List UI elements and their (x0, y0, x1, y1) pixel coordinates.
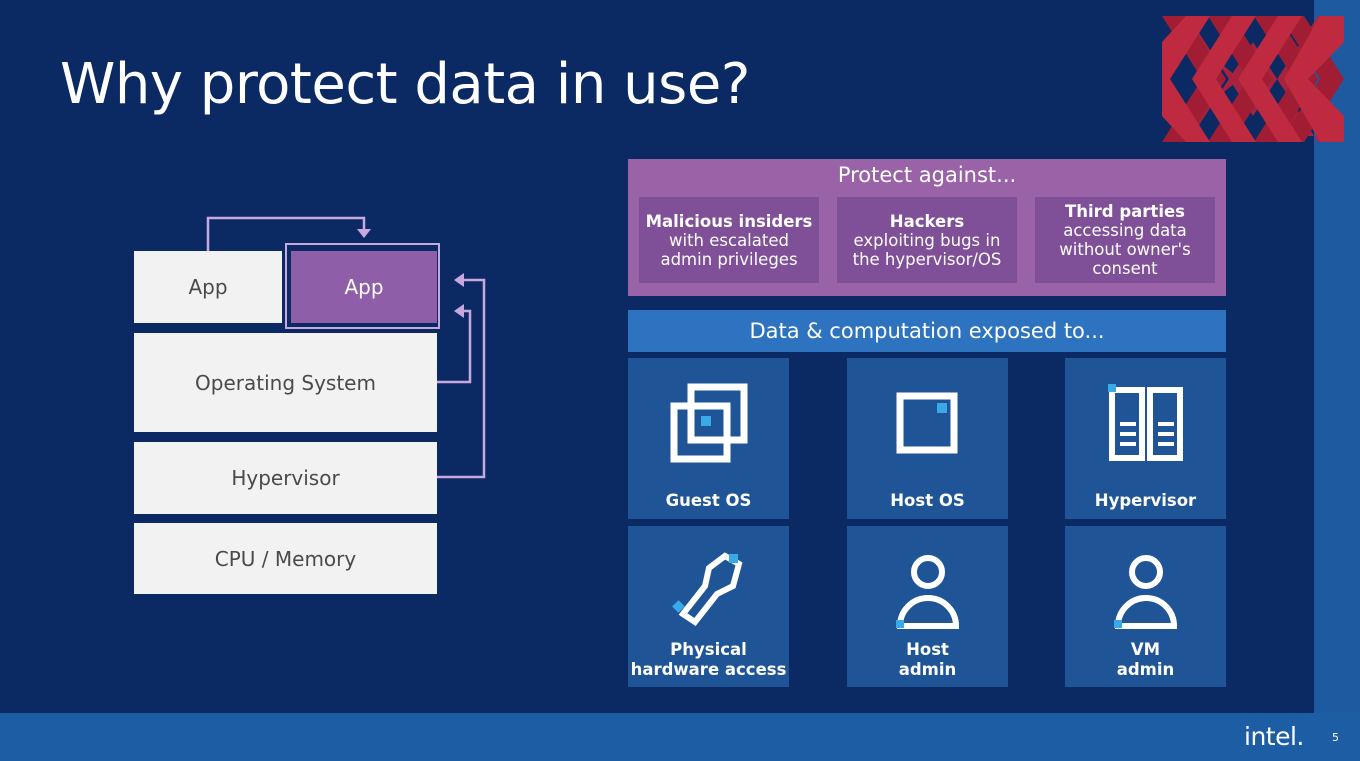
footer-bar (0, 713, 1360, 761)
cpu-memory-layer: CPU / Memory (134, 523, 437, 594)
intel-logo: intel. (1244, 722, 1304, 751)
app-layer-left: App (134, 251, 282, 323)
os-to-app-arrow (437, 309, 472, 384)
tile-label: Guest OS (665, 491, 752, 510)
threat-head: Hackers (889, 211, 965, 231)
tile-vm-admin: VM admin (1065, 526, 1226, 687)
hypervisor-icon (1107, 384, 1183, 461)
threat-line: the hypervisor/OS (852, 249, 1002, 269)
tile-label: Host OS (890, 491, 965, 510)
tile-label: Physical (670, 640, 747, 659)
tile-label: hardware access (630, 660, 787, 679)
xx-logo-icon (1162, 16, 1344, 142)
protect-against-panel: Protect against... Malicious insiders wi… (628, 159, 1226, 296)
user-icon (1113, 555, 1177, 629)
guest-os-icon (670, 383, 747, 463)
hypervisor-to-app-arrow (437, 278, 486, 479)
protect-against-title: Protect against... (837, 163, 1017, 187)
threat-line: without owner's (1059, 240, 1191, 259)
threat-card-hackers: Hackers exploiting bugs in the hyperviso… (837, 197, 1017, 283)
threat-card-third-parties: Third parties accessing data without own… (1035, 197, 1215, 283)
app-layer-right: App (291, 251, 437, 323)
tile-label: Host (906, 640, 949, 659)
threat-line: admin privileges (660, 249, 798, 269)
threat-head: Third parties (1065, 202, 1185, 221)
hypervisor-layer: Hypervisor (134, 442, 437, 514)
threat-line: exploiting bugs in (853, 230, 1001, 250)
tile-physical-access: Physical hardware access (628, 526, 789, 687)
tile-label: VM (1130, 640, 1161, 659)
tile-guest-os: Guest OS (628, 358, 789, 519)
tile-label: admin (898, 660, 957, 679)
user-icon (895, 555, 959, 629)
slide-number: 5 (1332, 731, 1339, 744)
threat-line: consent (1092, 259, 1158, 278)
tile-host-os: Host OS (847, 358, 1008, 519)
host-os-icon (896, 392, 957, 454)
operating-system-layer: Operating System (134, 333, 437, 432)
threat-line: with escalated (669, 230, 789, 250)
wrench-icon (671, 552, 743, 627)
brand-text: intel (1244, 722, 1297, 751)
tile-hypervisor: Hypervisor (1065, 358, 1226, 519)
threat-card-insiders: Malicious insiders with escalated admin … (639, 197, 819, 283)
tile-label: admin (1116, 660, 1175, 679)
exposed-to-bar: Data & computation exposed to... (628, 310, 1226, 352)
tile-label: Hypervisor (1094, 491, 1197, 510)
threat-line: accessing data (1063, 221, 1187, 240)
tile-host-admin: Host admin (847, 526, 1008, 687)
page-title: Why protect data in use? (60, 52, 751, 117)
threat-head: Malicious insiders (645, 211, 813, 231)
